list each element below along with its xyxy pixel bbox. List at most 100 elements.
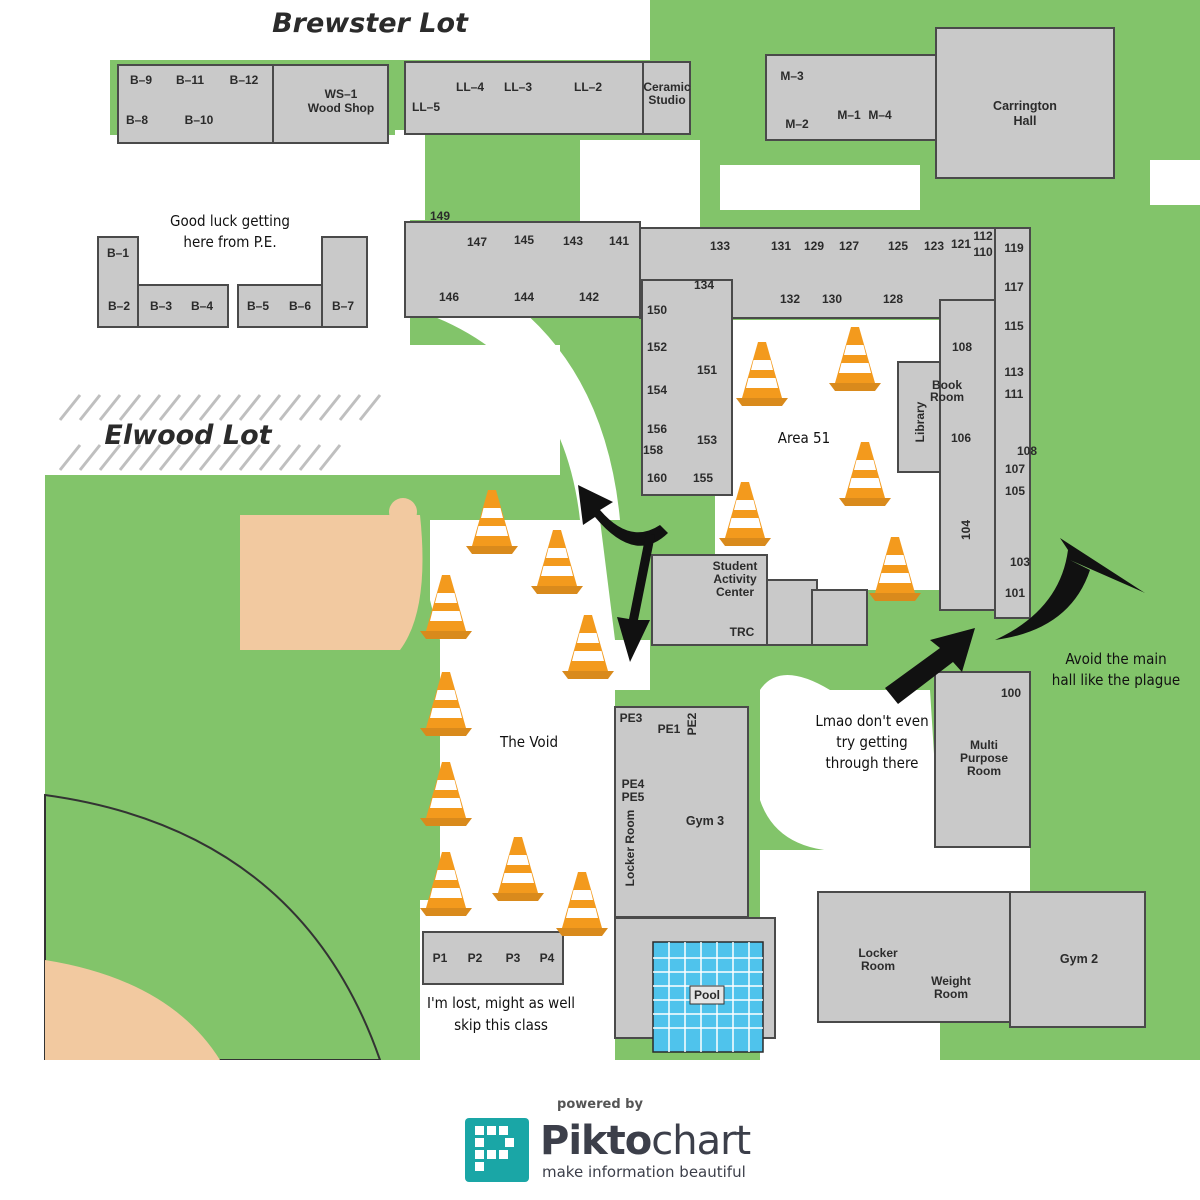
annotation-lmao: through there bbox=[826, 754, 919, 772]
room-label: B–6 bbox=[289, 299, 311, 313]
annotation-pe: Good luck getting bbox=[170, 212, 290, 230]
room-label: Gym 3 bbox=[686, 814, 724, 828]
room-label: 132 bbox=[780, 292, 800, 306]
room-label: 144 bbox=[514, 290, 534, 304]
traffic-cone-icon bbox=[736, 342, 788, 406]
annotation-lmao: Lmao don't even bbox=[815, 712, 928, 730]
room-label: WS–1 bbox=[325, 87, 358, 101]
room-label: Ceramic bbox=[643, 80, 691, 94]
room-label: B–9 bbox=[130, 73, 152, 87]
room-label: 158 bbox=[643, 443, 663, 457]
room-label: 152 bbox=[647, 340, 667, 354]
room-label: Pool bbox=[694, 988, 720, 1002]
annotation-lost: I'm lost, might as well bbox=[427, 994, 575, 1012]
room-label: 160 bbox=[647, 471, 667, 485]
room-label: Center bbox=[716, 585, 754, 599]
room-label: Book bbox=[932, 378, 962, 392]
room-label: PE2 bbox=[685, 712, 699, 735]
roads bbox=[0, 0, 1200, 1060]
room-label: 108 bbox=[1017, 444, 1037, 458]
traffic-cones bbox=[420, 327, 921, 936]
room-label: 101 bbox=[1005, 586, 1025, 600]
room-label: Room bbox=[861, 959, 895, 973]
room-label: 147 bbox=[467, 235, 487, 249]
room-label: P3 bbox=[506, 951, 521, 965]
room-label: 108 bbox=[952, 340, 972, 354]
brand-name-rest: chart bbox=[651, 1118, 751, 1164]
room-label: 113 bbox=[1004, 365, 1024, 379]
traffic-cone-icon bbox=[420, 762, 472, 826]
brand-name-bold: Pikto bbox=[540, 1118, 652, 1164]
traffic-cone-icon bbox=[556, 872, 608, 936]
room-label: Wood Shop bbox=[308, 101, 374, 115]
room-label: Purpose bbox=[960, 751, 1008, 765]
room-label: 103 bbox=[1010, 555, 1030, 569]
room-label: 145 bbox=[514, 233, 534, 247]
traffic-cone-icon bbox=[719, 482, 771, 546]
annotation-avoid: hall like the plague bbox=[1052, 671, 1180, 689]
annotations: Good luck getting here from P.E. Area 51… bbox=[170, 212, 1180, 1034]
room-label: 133 bbox=[710, 239, 730, 253]
room-label: 104 bbox=[959, 520, 973, 540]
powered-by-label: powered by bbox=[557, 1097, 643, 1112]
traffic-cone-icon bbox=[562, 615, 614, 679]
room-label: 151 bbox=[697, 363, 717, 377]
traffic-cone-icon bbox=[531, 530, 583, 594]
room-label: LL–2 bbox=[574, 80, 602, 94]
room-label: 115 bbox=[1004, 319, 1024, 333]
room-label: Carrington bbox=[993, 99, 1057, 113]
room-label: 106 bbox=[951, 431, 971, 445]
room-label: 127 bbox=[839, 239, 859, 253]
room-label: 156 bbox=[647, 422, 667, 436]
room-label: B–12 bbox=[230, 73, 259, 87]
traffic-cone-icon bbox=[829, 327, 881, 391]
room-label: Room bbox=[967, 764, 1001, 778]
campus-map: Brewster Lot Elwood Lot B–9 B–11 B–12 B–… bbox=[0, 0, 1200, 1060]
room-label: B–10 bbox=[185, 113, 214, 127]
brand-tagline: make information beautiful bbox=[542, 1163, 746, 1181]
room-label: P1 bbox=[433, 951, 448, 965]
room-label: 155 bbox=[693, 471, 713, 485]
room-label: 111 bbox=[1005, 387, 1024, 401]
arrow-icon bbox=[617, 533, 655, 662]
annotation-lmao: try getting bbox=[836, 733, 907, 751]
annotation-lost: skip this class bbox=[454, 1016, 548, 1034]
arrow-icon bbox=[995, 538, 1145, 640]
buildings bbox=[97, 27, 1146, 1053]
room-label: 107 bbox=[1005, 462, 1025, 476]
footer: powered by Piktochart make information b… bbox=[0, 1060, 1200, 1200]
room-label: Room bbox=[930, 390, 964, 404]
room-label: B–7 bbox=[332, 299, 354, 313]
room-label: 123 bbox=[924, 239, 944, 253]
room-label: 121 bbox=[951, 237, 971, 251]
room-label: M–1 bbox=[837, 108, 861, 122]
room-label: 112 bbox=[973, 229, 993, 243]
room-label: 129 bbox=[804, 239, 824, 253]
room-label: 153 bbox=[697, 433, 717, 447]
traffic-cone-icon bbox=[420, 672, 472, 736]
room-label: B–1 bbox=[107, 246, 129, 260]
elwood-lot-label: Elwood Lot bbox=[104, 420, 272, 451]
room-label: Room bbox=[934, 987, 968, 1001]
room-label: PE5 bbox=[622, 790, 645, 804]
traffic-cone-icon bbox=[492, 837, 544, 901]
room-label: Studio bbox=[648, 93, 685, 107]
room-label: P4 bbox=[540, 951, 555, 965]
room-label: 125 bbox=[888, 239, 908, 253]
room-label: 105 bbox=[1005, 484, 1025, 498]
ball-fields bbox=[44, 498, 423, 1060]
arrow-icon bbox=[885, 628, 975, 704]
brand-name: Piktochart bbox=[540, 1118, 751, 1164]
annotation-void: The Void bbox=[499, 733, 558, 751]
map-labels: Brewster Lot Elwood Lot B–9 B–11 B–12 B–… bbox=[104, 8, 1098, 1005]
traffic-cone-icon bbox=[869, 537, 921, 601]
arrow-icon bbox=[578, 485, 668, 546]
room-label: Hall bbox=[1014, 114, 1037, 128]
room-label: 117 bbox=[1004, 280, 1024, 294]
room-label: M–3 bbox=[780, 69, 804, 83]
traffic-cone-icon bbox=[466, 490, 518, 554]
room-label: Library bbox=[913, 401, 927, 442]
room-label: Locker bbox=[858, 946, 898, 960]
room-label: 143 bbox=[563, 234, 583, 248]
room-label: B–5 bbox=[247, 299, 269, 313]
